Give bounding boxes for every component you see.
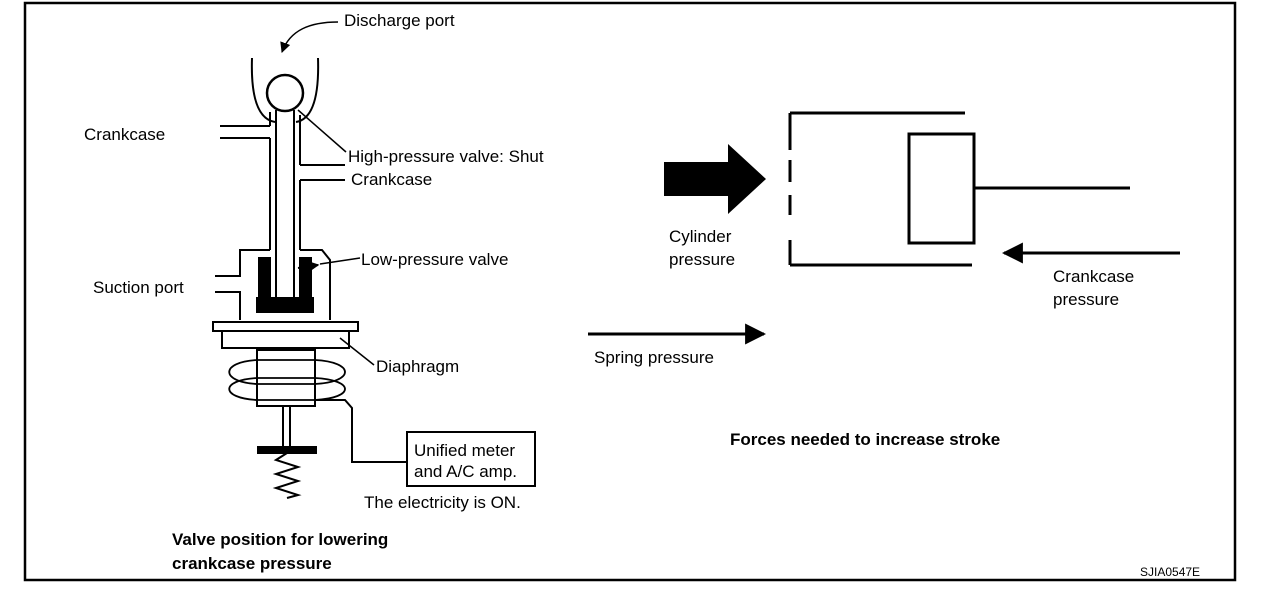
label-low-pressure-valve: Low-pressure valve bbox=[361, 250, 508, 269]
figure-code: SJIA0547E bbox=[1140, 565, 1200, 579]
cylinder-pressure-arrow bbox=[664, 144, 766, 214]
label-cylinder-line1: Cylinder bbox=[669, 227, 732, 246]
label-cylinder-line2: pressure bbox=[669, 250, 735, 269]
label-crankcase-pressure-line2: pressure bbox=[1053, 290, 1119, 309]
label-crankcase-lower: Crankcase bbox=[351, 170, 432, 189]
label-crankcase-pressure-line1: Crankcase bbox=[1053, 267, 1134, 286]
label-electricity: The electricity is ON. bbox=[364, 493, 521, 512]
label-diaphragm: Diaphragm bbox=[376, 357, 459, 376]
caption-left-line1: Valve position for lowering bbox=[172, 530, 388, 549]
label-amp-line2: and A/C amp. bbox=[414, 462, 517, 481]
low-pressure-valve-shape bbox=[256, 297, 314, 313]
caption-right: Forces needed to increase stroke bbox=[730, 430, 1000, 449]
control-valve-illustration bbox=[212, 57, 536, 499]
label-high-pressure-valve: High-pressure valve: Shut bbox=[348, 147, 544, 166]
label-discharge-port: Discharge port bbox=[344, 11, 455, 30]
caption-left-line2: crankcase pressure bbox=[172, 554, 332, 573]
piston-shape bbox=[907, 132, 976, 245]
label-amp-line1: Unified meter bbox=[414, 441, 515, 460]
label-spring-pressure: Spring pressure bbox=[594, 348, 714, 367]
figure-frame bbox=[23, 1, 1237, 582]
spring-shape bbox=[272, 452, 302, 499]
label-crankcase-upper: Crankcase bbox=[84, 125, 165, 144]
amp-box bbox=[406, 431, 536, 487]
cylinder-piston-illustration bbox=[788, 111, 1130, 267]
high-pressure-ball bbox=[265, 73, 305, 113]
diaphragm-shape bbox=[212, 321, 359, 332]
label-suction-port: Suction port bbox=[93, 278, 184, 297]
